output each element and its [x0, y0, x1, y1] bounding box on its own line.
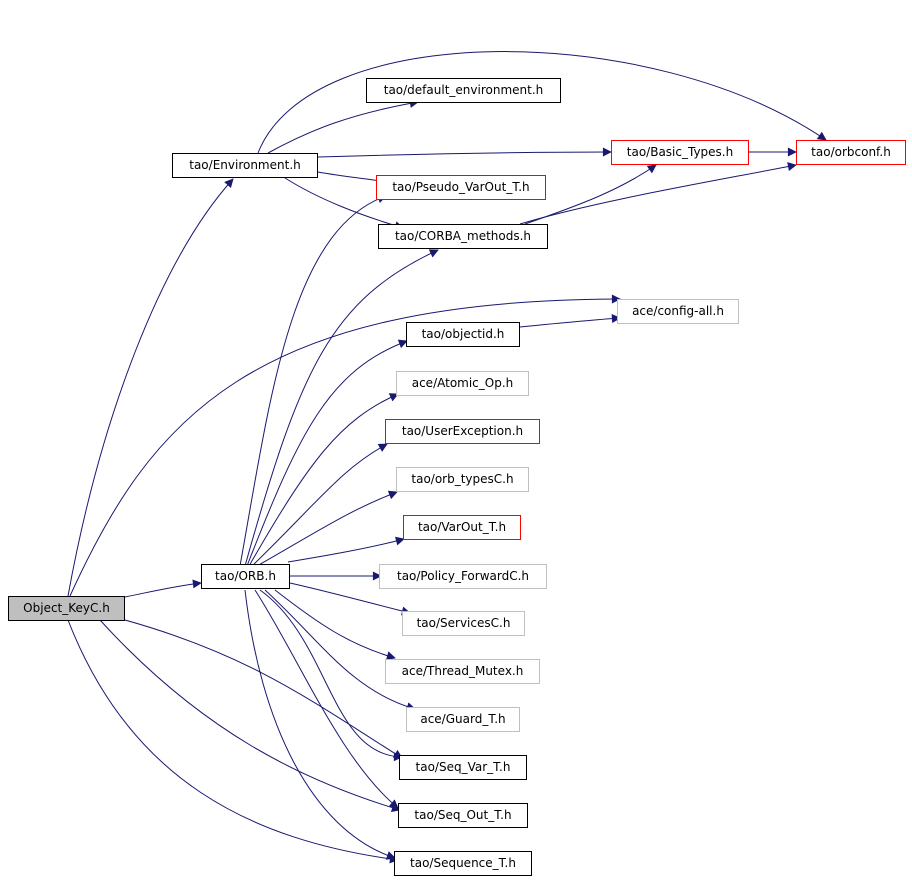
node-pseudo-varout[interactable]: tao/Pseudo_VarOut_T.h: [376, 175, 546, 200]
edge-objectkeyc-environment: [67, 178, 234, 597]
edge-environment-corbamethods: [284, 177, 404, 230]
node-orbconf[interactable]: tao/orbconf.h: [796, 140, 906, 165]
edge-orb-seqout: [254, 589, 399, 809]
edge-orb-guardt: [264, 589, 416, 712]
edge-orb-userexception: [251, 443, 388, 567]
edge-orb-objectid: [246, 339, 408, 567]
node-seq-out[interactable]: tao/Seq_Out_T.h: [398, 803, 528, 828]
node-basic-types[interactable]: tao/Basic_Types.h: [611, 140, 749, 165]
edge-environment-defaultenv: [267, 98, 419, 154]
node-orb[interactable]: tao/ORB.h: [201, 564, 290, 589]
edge-objectkeyc-seqvar: [124, 619, 403, 759]
edge-orb-sequencet: [244, 589, 396, 860]
edge-objectkeyc-orb: [124, 579, 202, 598]
edge-objectkeyc-configall: [69, 294, 621, 597]
node-config-all: ace/config-all.h: [617, 299, 739, 324]
node-atomic-op: ace/Atomic_Op.h: [396, 371, 529, 396]
edge-environment-orbconf: [257, 51, 827, 154]
node-default-environment[interactable]: tao/default_environment.h: [366, 78, 561, 103]
edge-orb-corbamethods: [244, 249, 439, 567]
node-orb-typesc: tao/orb_typesC.h: [396, 467, 529, 492]
edge-orb-servicesc: [289, 582, 411, 616]
edge-environment-basictypes: [317, 147, 612, 158]
edge-objectkeyc-sequencet: [67, 619, 399, 864]
node-guard-t: ace/Guard_T.h: [406, 707, 520, 732]
edge-orb-varout: [287, 536, 405, 563]
node-corba-methods[interactable]: tao/CORBA_methods.h: [378, 224, 548, 249]
edge-objectkeyc-seqout: [99, 619, 401, 812]
edge-corbamethods-orbconf: [519, 162, 797, 225]
edge-orb-orbtypesc: [256, 490, 398, 567]
node-thread-mutex: ace/Thread_Mutex.h: [385, 659, 540, 684]
node-sequence-t[interactable]: tao/Sequence_T.h: [394, 851, 532, 876]
edge-orb-threadmutex: [274, 589, 396, 661]
node-object-keyc: Object_KeyC.h: [8, 596, 125, 621]
node-objectid[interactable]: tao/objectid.h: [406, 322, 520, 347]
node-seq-var[interactable]: tao/Seq_Var_T.h: [399, 755, 527, 780]
edge-objectid-configall: [519, 314, 621, 328]
edge-orb-pseudovarout: [239, 194, 387, 567]
node-userexception[interactable]: tao/UserException.h: [385, 419, 540, 444]
node-servicesc: tao/ServicesC.h: [402, 611, 525, 636]
node-varout[interactable]: tao/VarOut_T.h: [403, 515, 521, 540]
edge-orb-seqvar: [259, 589, 403, 762]
edge-orb-atomicop: [248, 393, 399, 567]
node-environment[interactable]: tao/Environment.h: [172, 153, 318, 178]
node-policy-forwardc: tao/Policy_ForwardC.h: [379, 564, 547, 589]
